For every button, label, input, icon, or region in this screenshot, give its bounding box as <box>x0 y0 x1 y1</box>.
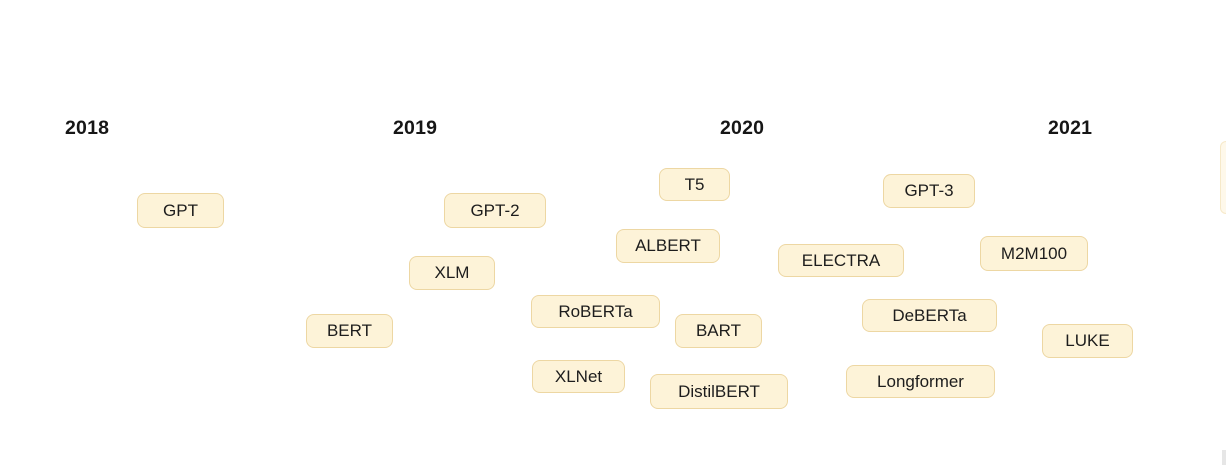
cutoff-element-bottom-right <box>1222 450 1226 465</box>
year-label-2020: 2020 <box>720 117 765 139</box>
cutoff-box-right-edge <box>1220 141 1226 214</box>
model-label: Longformer <box>877 371 964 391</box>
model-box-electra: ELECTRA <box>778 244 904 277</box>
model-label: ALBERT <box>635 236 701 255</box>
model-label: LUKE <box>1065 331 1110 350</box>
model-label: DeBERTa <box>892 305 967 325</box>
year-label-2018: 2018 <box>65 117 110 139</box>
model-box-gpt-2: GPT-2 <box>444 193 546 228</box>
model-label: DistilBERT <box>678 381 760 401</box>
model-label: T5 <box>684 174 705 194</box>
year-label-2019: 2019 <box>393 117 438 139</box>
model-label: M2M100 <box>1000 243 1068 263</box>
model-box-bart: BART <box>675 314 762 348</box>
model-box-gpt: GPT <box>137 193 224 228</box>
model-box-gpt-3: GPT-3 <box>883 174 975 208</box>
model-label: GPT-2 <box>470 200 520 220</box>
model-label: GPT-3 <box>904 181 954 200</box>
model-label: XLM <box>434 263 470 282</box>
model-box-t5: T5 <box>659 168 730 201</box>
model-box-roberta: RoBERTa <box>531 295 660 328</box>
model-box-albert: ALBERT <box>616 229 720 263</box>
model-label: BERT <box>326 321 373 340</box>
model-box-distilbert: DistilBERT <box>650 374 788 409</box>
model-box-bert: BERT <box>306 314 393 348</box>
model-box-luke: LUKE <box>1042 324 1133 358</box>
model-label: GPT <box>163 200 198 220</box>
model-label: BART <box>695 321 742 340</box>
model-box-deberta: DeBERTa <box>862 299 997 332</box>
model-box-longformer: Longformer <box>846 365 995 398</box>
model-label: XLNet <box>554 366 603 386</box>
model-box-m2m100: M2M100 <box>980 236 1088 271</box>
year-label-2021: 2021 <box>1048 117 1093 139</box>
model-label: ELECTRA <box>801 250 881 270</box>
model-label: RoBERTa <box>558 301 633 321</box>
model-box-xlnet: XLNet <box>532 360 625 393</box>
model-box-xlm: XLM <box>409 256 495 290</box>
